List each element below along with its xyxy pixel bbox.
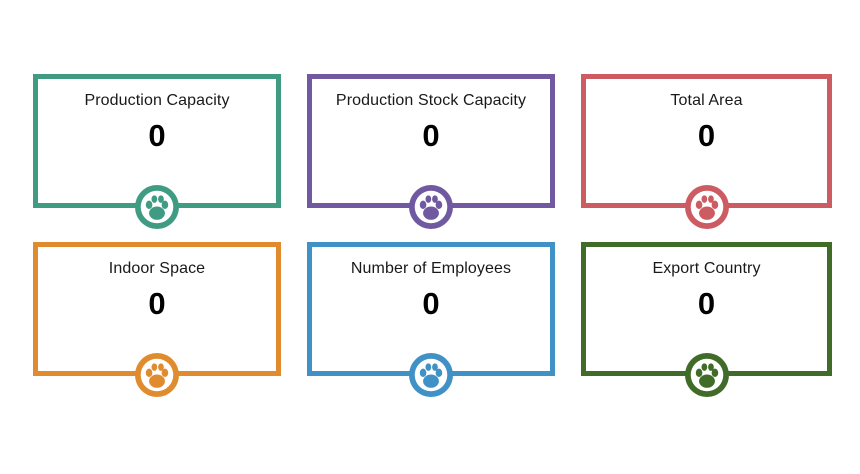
stat-card-export-country[interactable]: Export Country 0 bbox=[581, 242, 832, 397]
stat-card-title: Production Capacity bbox=[84, 92, 230, 109]
stat-card-title: Production Stock Capacity bbox=[335, 92, 527, 109]
stat-card-production-stock-capacity[interactable]: Production Stock Capacity 0 bbox=[307, 74, 555, 229]
paw-print-icon bbox=[409, 185, 453, 229]
paw-print-icon bbox=[684, 185, 729, 229]
paw-print-icon bbox=[684, 353, 729, 397]
stat-card-body: Indoor Space 0 bbox=[38, 247, 276, 371]
stat-card-title: Indoor Space bbox=[108, 260, 206, 277]
stat-card-value: 0 bbox=[148, 286, 166, 321]
stat-card-body: Number of Employees 0 bbox=[312, 247, 550, 371]
stat-card-production-capacity[interactable]: Production Capacity 0 bbox=[33, 74, 281, 229]
stat-card-value: 0 bbox=[422, 118, 440, 153]
paw-print-icon bbox=[135, 353, 179, 397]
paw-print-icon bbox=[135, 185, 179, 229]
stat-card-grid: Production Capacity 0 Production Stock C… bbox=[33, 74, 832, 397]
stat-card-indoor-space[interactable]: Indoor Space 0 bbox=[33, 242, 281, 397]
stat-card-title: Export Country bbox=[652, 260, 761, 277]
stat-card-value: 0 bbox=[697, 118, 716, 153]
stat-card-body: Production Capacity 0 bbox=[38, 79, 276, 203]
stat-card-body: Total Area 0 bbox=[586, 79, 827, 203]
stat-card-title: Number of Employees bbox=[350, 260, 512, 277]
stat-card-total-area[interactable]: Total Area 0 bbox=[581, 74, 832, 229]
stat-card-body: Export Country 0 bbox=[586, 247, 827, 371]
stat-card-number-of-employees[interactable]: Number of Employees 0 bbox=[307, 242, 555, 397]
stat-card-title: Total Area bbox=[670, 92, 743, 109]
paw-print-icon bbox=[409, 353, 453, 397]
stat-card-value: 0 bbox=[422, 286, 440, 321]
stat-card-body: Production Stock Capacity 0 bbox=[312, 79, 550, 203]
stat-card-value: 0 bbox=[697, 286, 716, 321]
stat-card-value: 0 bbox=[148, 118, 166, 153]
